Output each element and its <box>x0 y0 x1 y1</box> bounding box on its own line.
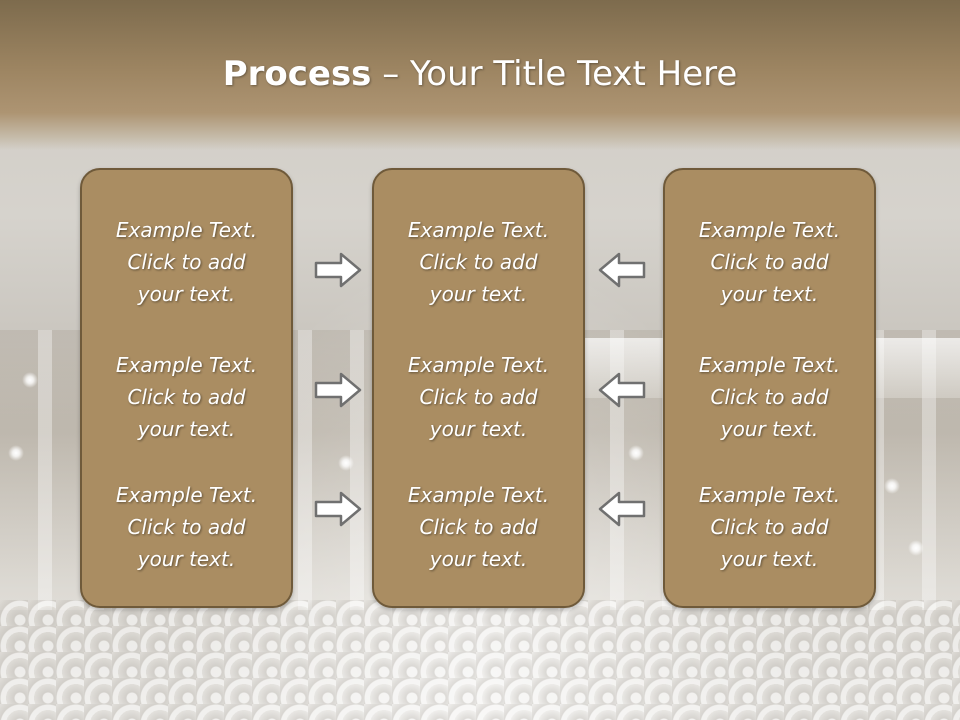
process-box-left[interactable]: Example Text. Click to add your text. Ex… <box>80 168 293 608</box>
box-right-text-1[interactable]: Example Text. Click to add your text. <box>698 218 841 306</box>
arrow-right-icon <box>314 250 362 290</box>
background-light <box>8 445 24 461</box>
background-light <box>22 372 38 388</box>
title-rest: – Your Title Text Here <box>371 54 738 94</box>
process-box-center[interactable]: Example Text. Click to add your text. Ex… <box>372 168 585 608</box>
box-center-text-2[interactable]: Example Text. Click to add your text. <box>407 353 550 441</box>
box-right-text-3[interactable]: Example Text. Click to add your text. <box>698 483 841 571</box>
title-bold: Process <box>222 54 372 94</box>
arrow-left-icon <box>598 489 646 529</box>
arrow-left-icon <box>598 370 646 410</box>
arrow-right-icon <box>314 489 362 529</box>
background-light <box>884 478 900 494</box>
title-bar <box>0 0 960 150</box>
box-right-text-2[interactable]: Example Text. Click to add your text. <box>698 353 841 441</box>
slide-title[interactable]: Process – Your Title Text Here <box>0 52 960 96</box>
box-center-text-1[interactable]: Example Text. Click to add your text. <box>407 218 550 306</box>
process-box-right[interactable]: Example Text. Click to add your text. Ex… <box>663 168 876 608</box>
background-light <box>628 445 644 461</box>
box-left-text-3[interactable]: Example Text. Click to add your text. <box>115 483 258 571</box>
box-left-text-1[interactable]: Example Text. Click to add your text. <box>115 218 258 306</box>
arrow-left-icon <box>598 250 646 290</box>
background-light <box>338 455 354 471</box>
arrow-right-icon <box>314 370 362 410</box>
background-light <box>908 540 924 556</box>
background-crowd <box>0 600 960 720</box>
box-center-text-3[interactable]: Example Text. Click to add your text. <box>407 483 550 571</box>
box-left-text-2[interactable]: Example Text. Click to add your text. <box>115 353 258 441</box>
